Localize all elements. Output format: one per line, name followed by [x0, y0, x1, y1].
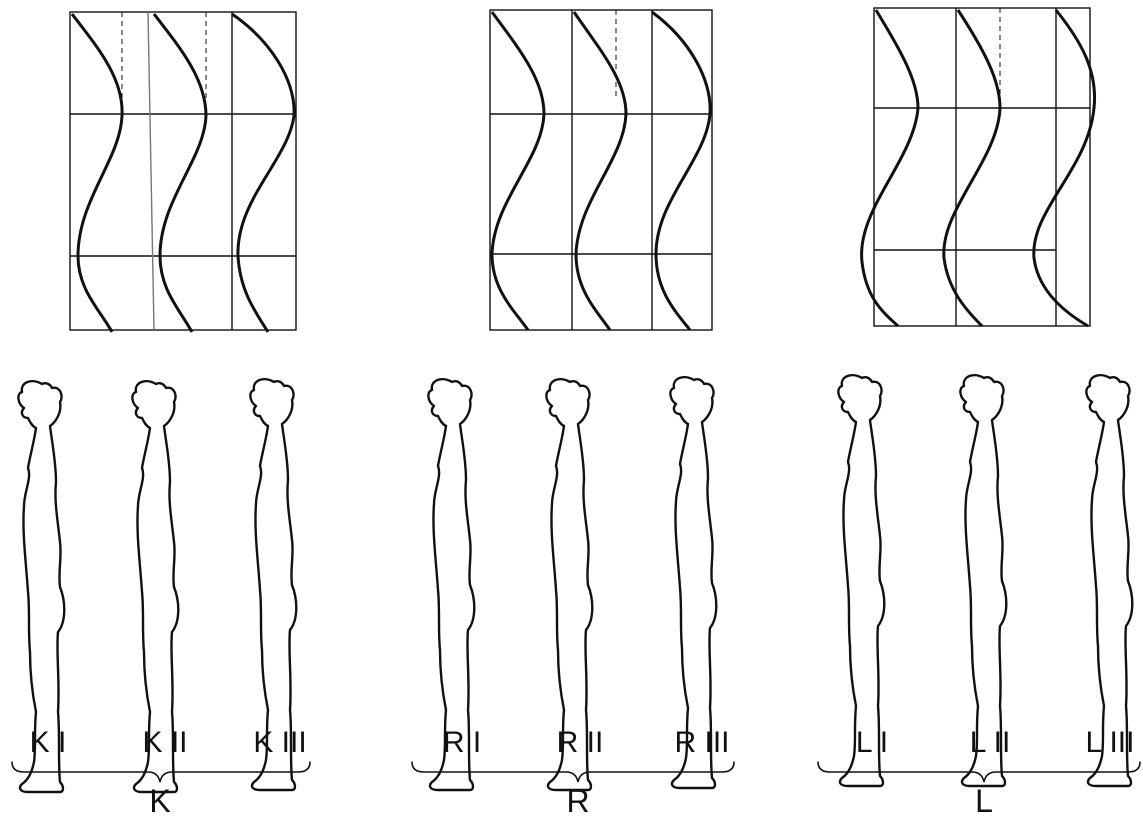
group-label-l: L [975, 783, 993, 816]
figure-label-r3: R III [674, 726, 729, 759]
silhouette-l3 [1085, 373, 1134, 788]
figure-label-l3: L III [1086, 726, 1135, 759]
brace-k [11, 761, 311, 783]
curve-chart-k [69, 11, 297, 333]
brace-l [817, 761, 1141, 783]
figure-label-r2: R II [557, 726, 604, 759]
figure-label-k3: K III [253, 726, 306, 759]
curve-chart-l [860, 7, 1097, 328]
brace-r [411, 761, 735, 783]
figure-label-l2: L II [970, 726, 1011, 759]
group-label-k: K [149, 783, 170, 816]
silhouette-l2 [959, 373, 1008, 788]
silhouette-l1 [837, 373, 886, 788]
figure-label-r1: R I [443, 726, 481, 759]
figure-label-k2: K II [142, 726, 187, 759]
group-label-r: R [566, 783, 589, 816]
curve-chart-r [489, 9, 713, 331]
figure-label-l1: L I [856, 726, 888, 759]
figure-label-k1: K I [30, 726, 67, 759]
